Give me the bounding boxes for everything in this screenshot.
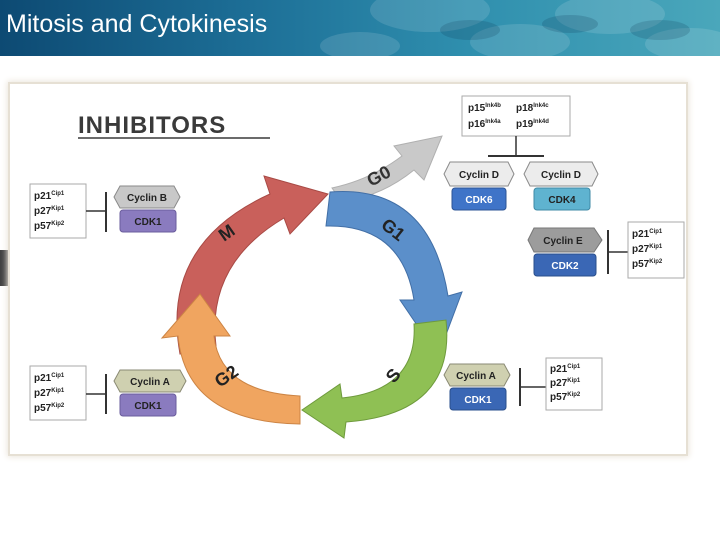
p18-label: p18: [516, 103, 534, 114]
svg-text:p57Kip2: p57Kip2: [550, 392, 581, 403]
s-phase-arrow: [301, 319, 448, 439]
svg-text:p21Cip1: p21Cip1: [34, 191, 65, 202]
cdk6-label: CDK6: [465, 195, 493, 206]
m-cdk1-label: CDK1: [134, 217, 162, 228]
p19-superscript: Ink4d: [533, 119, 549, 125]
cyclin-b-label: Cyclin B: [127, 193, 167, 204]
svg-text:p57Kip2: p57Kip2: [632, 259, 663, 270]
inhibitors-heading: INHIBITORS: [78, 112, 226, 139]
svg-text:p21Cip1: p21Cip1: [632, 229, 663, 240]
p15-superscript: Ink4b: [485, 103, 501, 109]
cyclin-d-left-label: Cyclin D: [459, 170, 499, 181]
svg-text:p19Ink4d: p19Ink4d: [516, 119, 549, 130]
ink4-inhibitor-box: p15Ink4b p18Ink4c p16Ink4a p19Ink4d: [461, 95, 571, 137]
s-inhibitor-box: p21Cip1 p27Kip1 p57Kip2: [545, 357, 603, 411]
left-accent-bar: [0, 250, 11, 286]
p19-label: p19: [516, 119, 534, 130]
svg-text:p27Kip1: p27Kip1: [550, 378, 581, 389]
svg-text:p18Ink4c: p18Ink4c: [516, 103, 549, 114]
svg-text:p16Ink4a: p16Ink4a: [468, 119, 501, 130]
cyclin-e-cdk2-complex: Cyclin E CDK2: [527, 227, 603, 277]
s-cyclin-a-label: Cyclin A: [456, 371, 496, 382]
svg-text:p15Ink4b: p15Ink4b: [468, 103, 501, 114]
s-cyclin-a-cdk1-complex: Cyclin A CDK1: [443, 363, 511, 411]
m-inhibitor-box: p21Cip1 p27Kip1 p57Kip2: [29, 183, 87, 239]
header-background-texture: [320, 0, 720, 56]
slide-header: Mitosis and Cytokinesis: [0, 0, 720, 56]
p16-label: p16: [468, 119, 486, 130]
cyclin-d-cdk6-complex: Cyclin D CDK6: [443, 161, 515, 211]
svg-text:p27Kip1: p27Kip1: [34, 206, 65, 217]
p15-label: p15: [468, 103, 486, 114]
cyclin-d-cdk4-complex: Cyclin D CDK4: [523, 161, 599, 211]
svg-text:p27Kip1: p27Kip1: [632, 244, 663, 255]
m-phase-arrow: [176, 175, 329, 355]
svg-text:p21Cip1: p21Cip1: [550, 364, 581, 375]
s-cdk1-label: CDK1: [464, 395, 492, 406]
cyclin-e-label: Cyclin E: [543, 236, 583, 247]
p16-superscript: Ink4a: [485, 119, 501, 125]
g2-cyclin-a-label: Cyclin A: [130, 377, 170, 388]
cyclin-e-inhibitor-box: p21Cip1 p27Kip1 p57Kip2: [627, 221, 685, 279]
svg-text:p57Kip2: p57Kip2: [34, 403, 65, 414]
g2-phase-arrow: [160, 293, 301, 425]
svg-text:p21Cip1: p21Cip1: [34, 373, 65, 384]
cell-cycle-figure: INHIBITORS G0 M G1 S G2 p15Ink4b p18Ink4…: [10, 84, 686, 454]
cdk2-label: CDK2: [551, 261, 579, 272]
g2-inhibitor-box: p21Cip1 p27Kip1 p57Kip2: [29, 365, 87, 421]
cyclin-d-right-label: Cyclin D: [541, 170, 581, 181]
cyclin-b-cdk1-complex: Cyclin B CDK1: [113, 185, 181, 233]
svg-text:p57Kip2: p57Kip2: [34, 221, 65, 232]
cdk4-label: CDK4: [548, 195, 576, 206]
g2-cyclin-a-cdk1-complex: Cyclin A CDK1: [113, 369, 187, 417]
slide-title: Mitosis and Cytokinesis: [6, 10, 268, 38]
g1-phase-arrow: [325, 190, 463, 358]
cell-cycle-diagram: INHIBITORS G0 M G1 S G2 p15Ink4b p18Ink4…: [29, 95, 685, 439]
g2-cdk1-label: CDK1: [134, 401, 162, 412]
p18-superscript: Ink4c: [533, 103, 549, 109]
svg-text:p27Kip1: p27Kip1: [34, 388, 65, 399]
